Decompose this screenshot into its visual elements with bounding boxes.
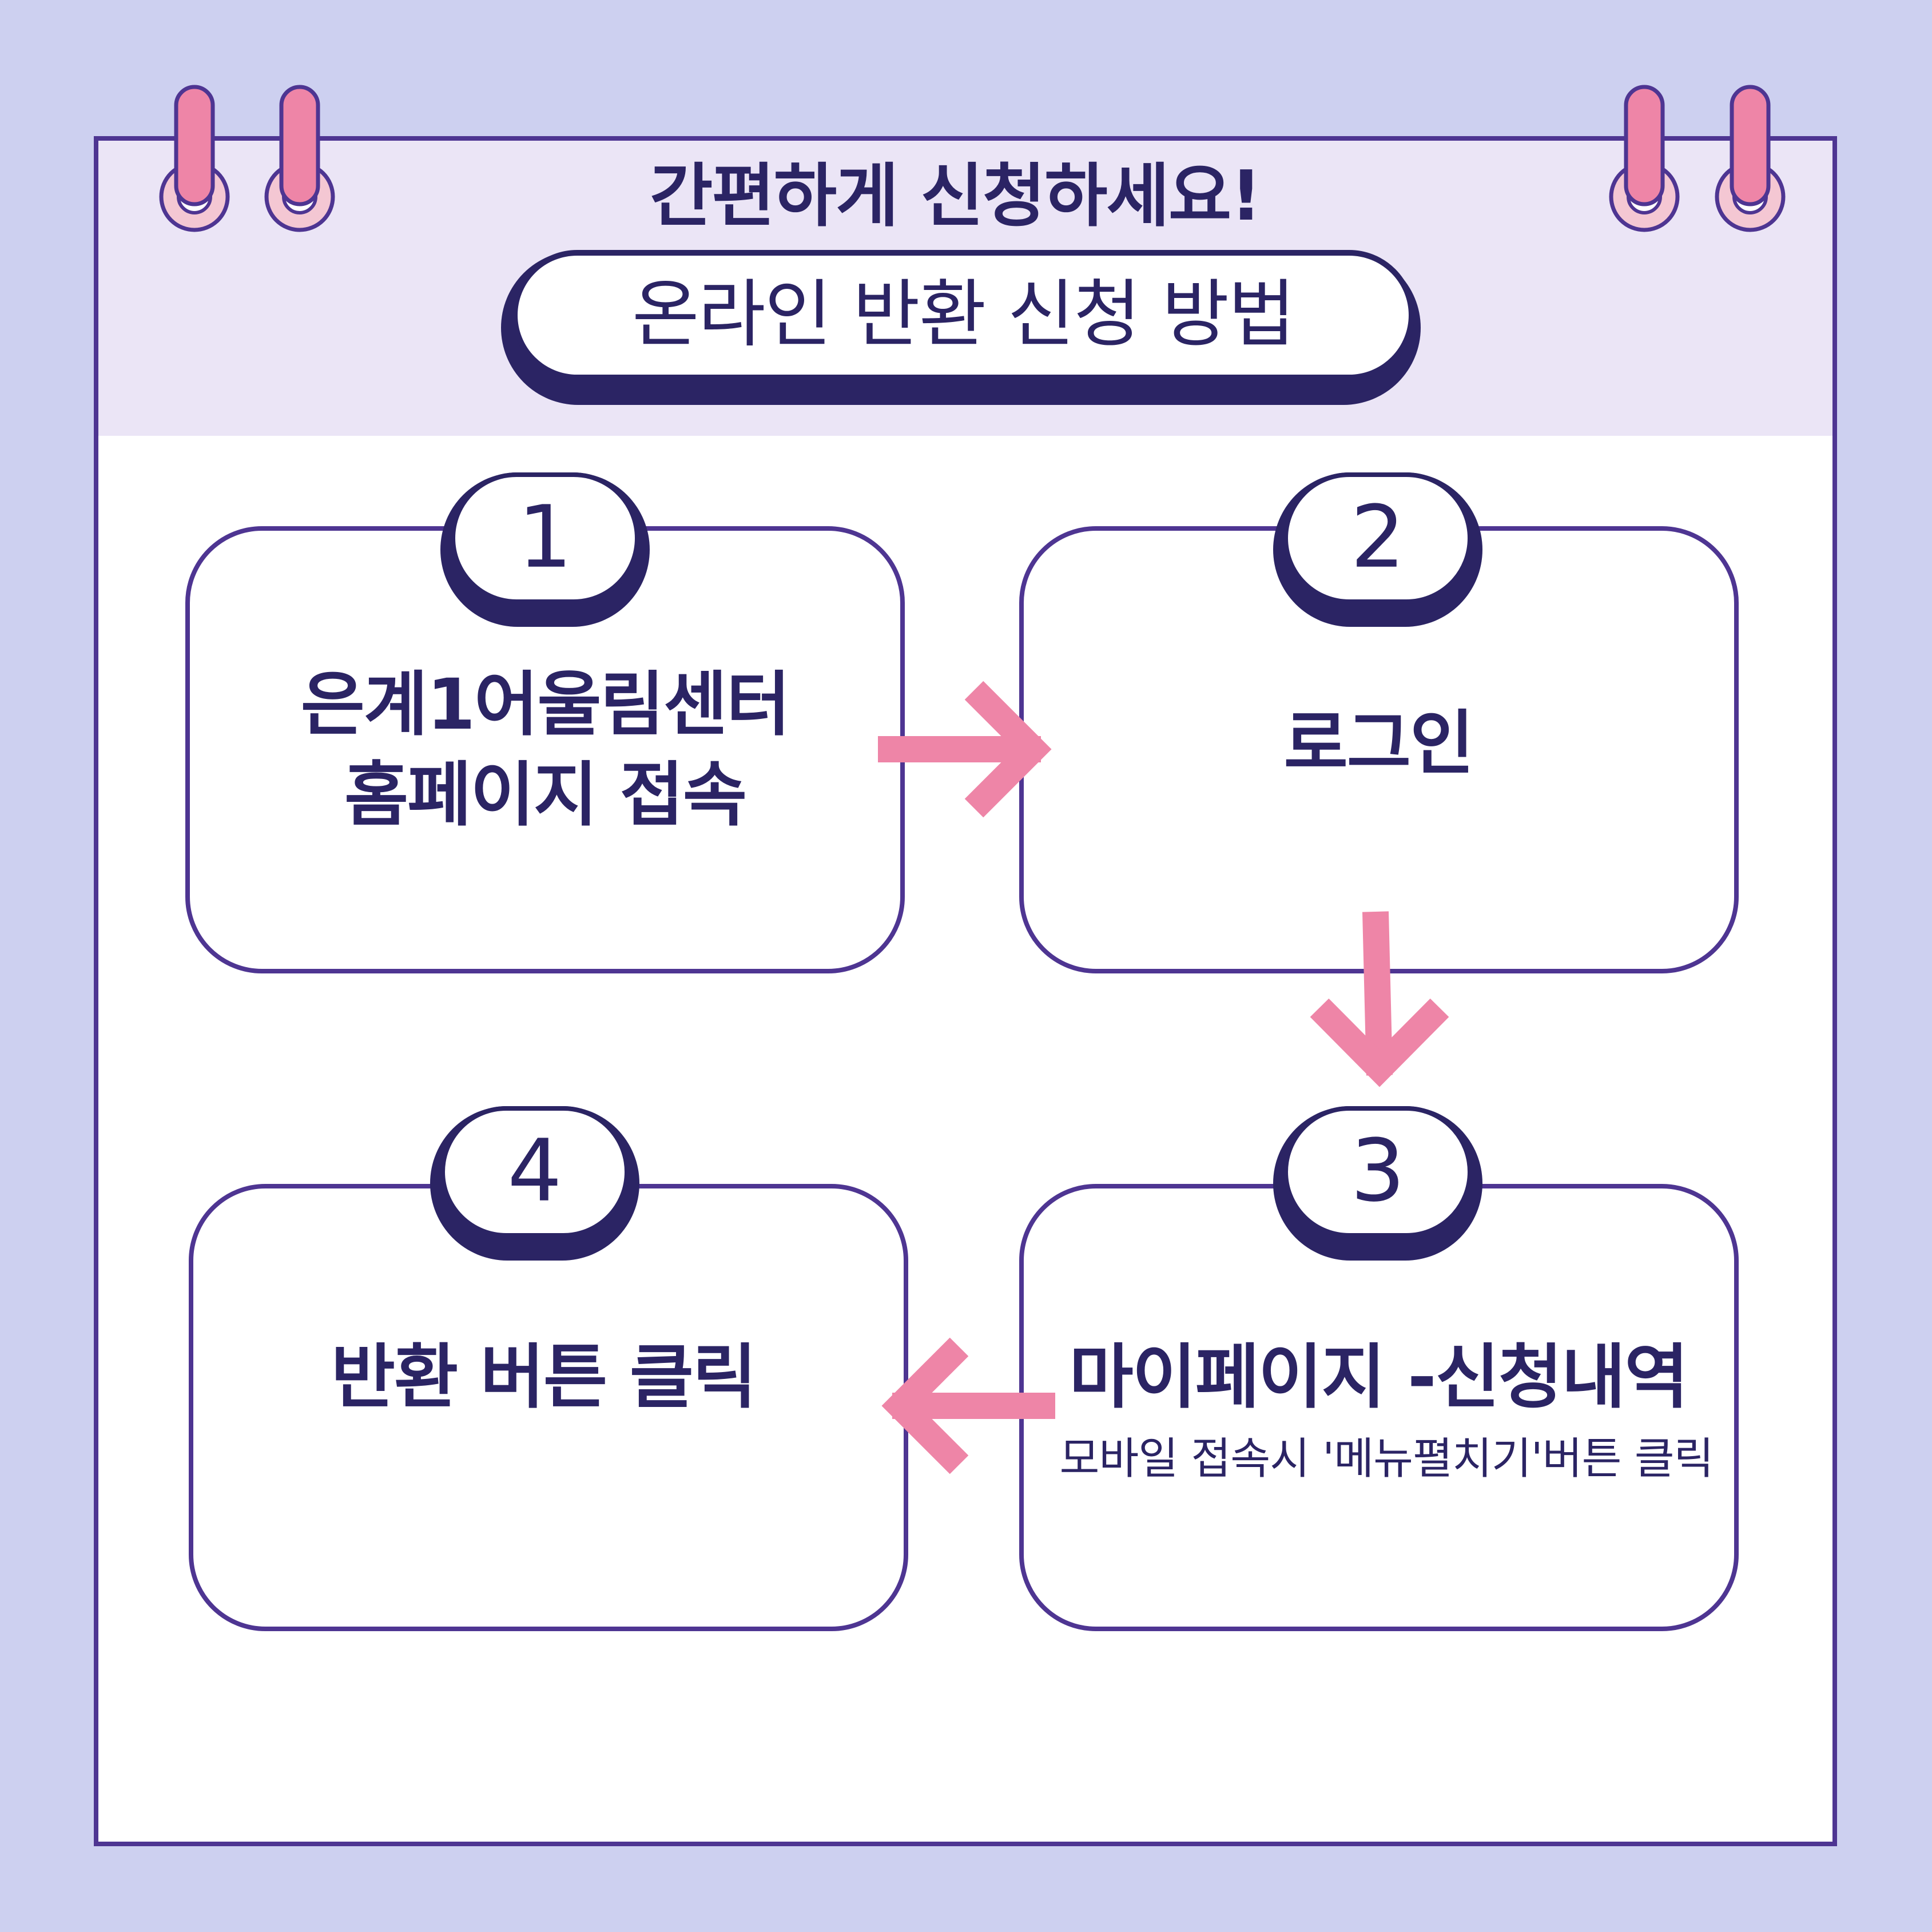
step-number-1: 1 bbox=[518, 487, 573, 587]
page-title: 온라인 반환 신청 방법 bbox=[632, 272, 1295, 357]
step-number-4: 4 bbox=[507, 1121, 562, 1221]
step-3-title: 마이페이지 -신청내역 bbox=[1069, 1336, 1688, 1418]
step-1-title-line-2: 홈페이지 접속 bbox=[344, 754, 747, 836]
binder-ring-icon bbox=[1609, 85, 1680, 232]
step-badge-2 bbox=[1273, 472, 1482, 627]
step-number-2: 2 bbox=[1350, 487, 1405, 587]
arrow-left-icon bbox=[881, 1337, 1055, 1474]
binder-ring-icon bbox=[264, 85, 335, 232]
step-number-3: 3 bbox=[1350, 1121, 1405, 1221]
arrow-down-icon bbox=[1310, 911, 1449, 1087]
binder-ring-icon bbox=[159, 85, 230, 232]
arrow-right-icon bbox=[878, 681, 1052, 818]
title-pill bbox=[512, 250, 1414, 380]
step-1-title-line-1: 은계1어울림센터 bbox=[300, 663, 791, 745]
step-2-title: 로그인 bbox=[1283, 702, 1474, 784]
headline: 간편하게 신청하세요! bbox=[649, 157, 1262, 236]
step-badge-1 bbox=[440, 472, 650, 627]
step-badge-4 bbox=[430, 1106, 639, 1261]
binder-ring-icon bbox=[1715, 85, 1786, 232]
step-3-subtitle: 모바일 접속시 '메뉴펼치기'버튼 클릭 bbox=[1059, 1433, 1714, 1484]
step-badge-3 bbox=[1273, 1106, 1482, 1261]
step-4-title: 반환 버튼 클릭 bbox=[331, 1336, 757, 1418]
